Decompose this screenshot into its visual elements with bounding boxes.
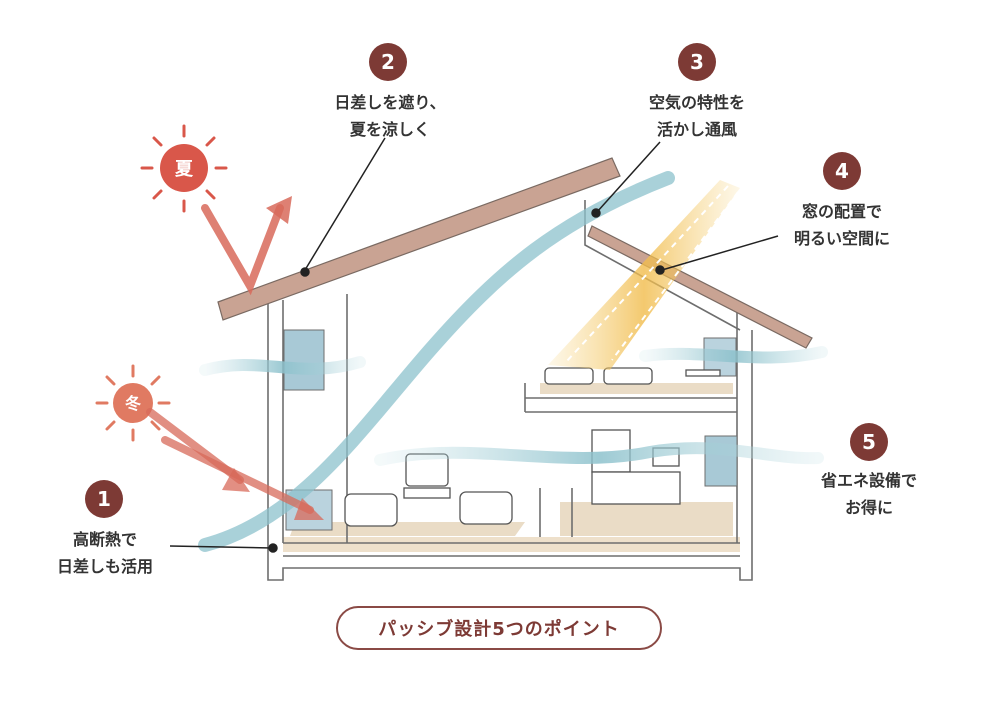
armchair-right	[459, 491, 513, 525]
point-1-label: 高断熱で 日差しも活用	[30, 526, 180, 580]
point-4-number: 4	[835, 159, 849, 183]
armchair-left	[344, 493, 398, 527]
light-ray-2	[611, 191, 739, 361]
upper-floor-structure	[524, 383, 737, 413]
outer-walls	[267, 300, 753, 581]
diagram-title: パッシブ設計5つのポイント	[336, 606, 662, 650]
point-1-line2: 日差しも活用	[56, 557, 153, 576]
kitchen-cabinets	[591, 471, 681, 505]
point-4-label: 窓の配置で 明るい空間に	[767, 198, 917, 252]
bed-right	[603, 367, 653, 385]
point-4-line1: 窓の配置で	[801, 202, 882, 221]
point-3-label: 空気の特性を 活かし通風	[622, 89, 772, 143]
summer-sun-label: 夏	[175, 159, 194, 180]
skylight-beam	[548, 180, 740, 370]
point-1-number: 1	[97, 487, 111, 511]
point-2-number: 2	[381, 50, 395, 74]
point-5-label: 省エネ設備で お得に	[794, 467, 944, 521]
wind-flows	[198, 171, 828, 552]
point-5-line2: お得に	[844, 498, 893, 517]
light-ray-1	[565, 185, 729, 363]
winter-arrow-2	[161, 436, 314, 514]
leader-lines	[169, 137, 779, 553]
summer-sun: 夏	[140, 124, 228, 213]
point-5-badge: 5	[850, 423, 888, 461]
point-4-badge: 4	[823, 152, 861, 190]
wind-left-upper	[199, 356, 366, 376]
point-5-line1: 省エネ設備で	[820, 471, 917, 490]
point-3-line2: 活かし通風	[656, 120, 737, 139]
summer-reflect-arrow	[201, 204, 284, 296]
roof	[217, 157, 813, 349]
point-1-line1: 高断熱で	[72, 530, 137, 549]
sink-counter	[539, 488, 573, 537]
upper-floor	[540, 383, 733, 394]
point-2-line2: 夏を涼しく	[349, 120, 430, 139]
left-upper-window	[283, 329, 325, 391]
wind-ground-floor	[374, 442, 824, 466]
wind-upper-floor	[639, 346, 828, 364]
wind-main-updraft	[198, 171, 675, 552]
point-2-line1: 日差しを遮り、	[334, 93, 446, 112]
desk	[685, 369, 721, 377]
point-2-badge: 2	[369, 43, 407, 81]
diagram-title-text: パッシブ設計5つのポイント	[378, 619, 620, 640]
main-roof	[217, 157, 621, 321]
coffee-table	[403, 487, 451, 499]
light-beam	[548, 180, 740, 370]
winter-sun: 冬	[95, 364, 171, 442]
point-2-label: 日差しを遮り、 夏を涼しく	[315, 89, 465, 143]
point-4-line2: 明るい空間に	[793, 229, 890, 248]
ground-floor-slab	[283, 537, 740, 552]
bed-left	[544, 367, 594, 385]
point-1-badge: 1	[85, 480, 123, 518]
point-5-number: 5	[862, 430, 876, 454]
kitchen-floor	[560, 502, 733, 536]
sun-arrows	[146, 196, 324, 520]
point-3-line1: 空気の特性を	[648, 93, 745, 112]
point-3-number: 3	[690, 50, 704, 74]
lower-roof	[587, 225, 813, 349]
winter-sun-label: 冬	[125, 394, 141, 413]
point-3-badge: 3	[678, 43, 716, 81]
